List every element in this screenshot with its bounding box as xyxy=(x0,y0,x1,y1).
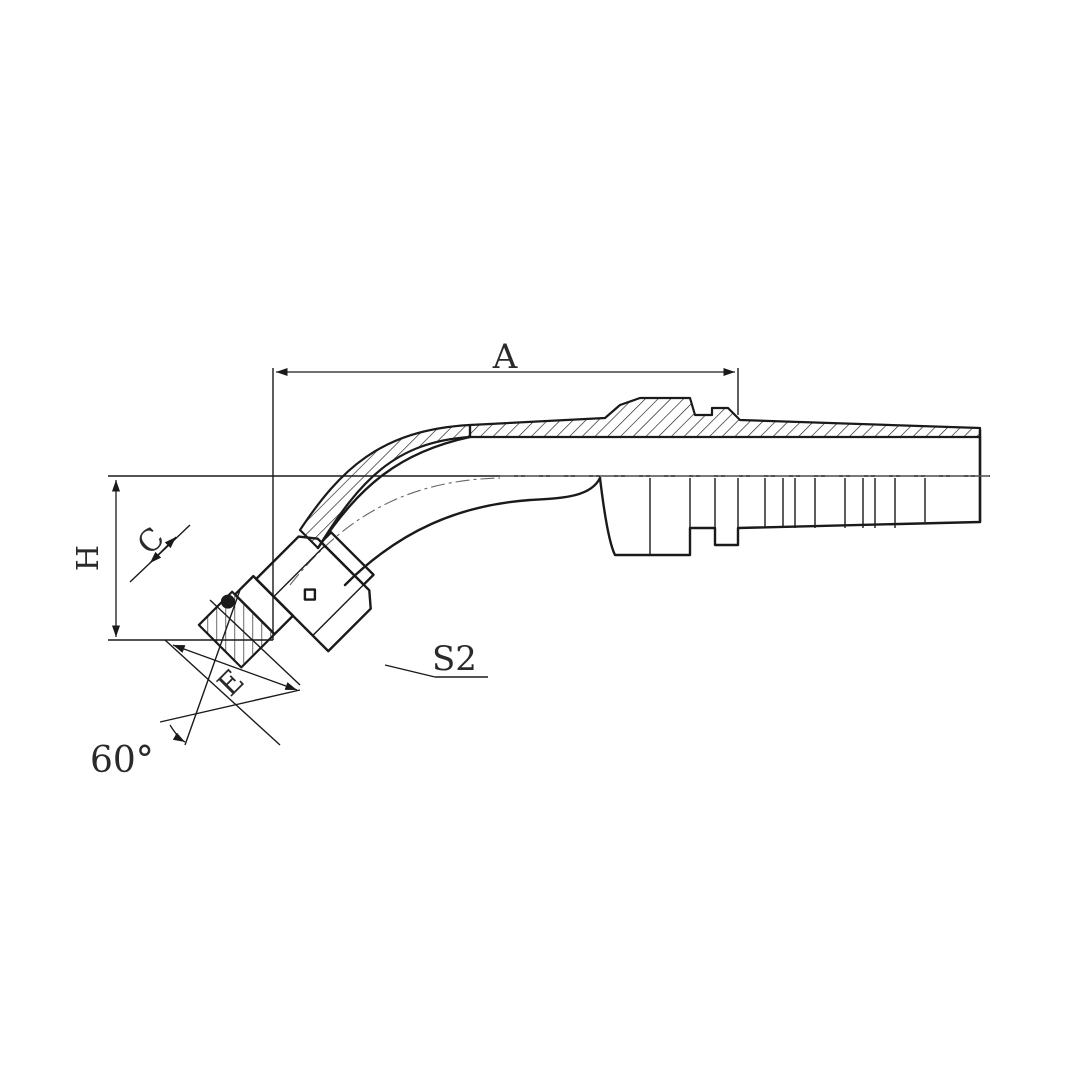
nut-section xyxy=(197,590,276,669)
label-angle: 60° xyxy=(90,740,154,781)
dimension-c: C xyxy=(129,521,191,583)
elbow-bore xyxy=(316,435,472,550)
tail-serrations xyxy=(649,478,926,555)
label-h: H xyxy=(71,545,106,571)
label-e: E xyxy=(211,663,251,703)
elbow-centerline xyxy=(289,477,501,586)
leader-s2: S2 xyxy=(384,639,488,679)
elbow-lower-curve xyxy=(343,476,602,587)
tail-body xyxy=(598,435,982,557)
dimension-e: E xyxy=(164,599,301,746)
tail-upper-wall xyxy=(468,396,982,439)
hose-tail xyxy=(468,396,982,557)
label-s2: S2 xyxy=(432,639,477,679)
elbow-bend xyxy=(289,423,990,587)
label-a: A xyxy=(492,337,518,377)
hex-body xyxy=(254,535,372,653)
angle-indicator: 60° xyxy=(90,589,301,781)
label-c: C xyxy=(131,521,172,562)
